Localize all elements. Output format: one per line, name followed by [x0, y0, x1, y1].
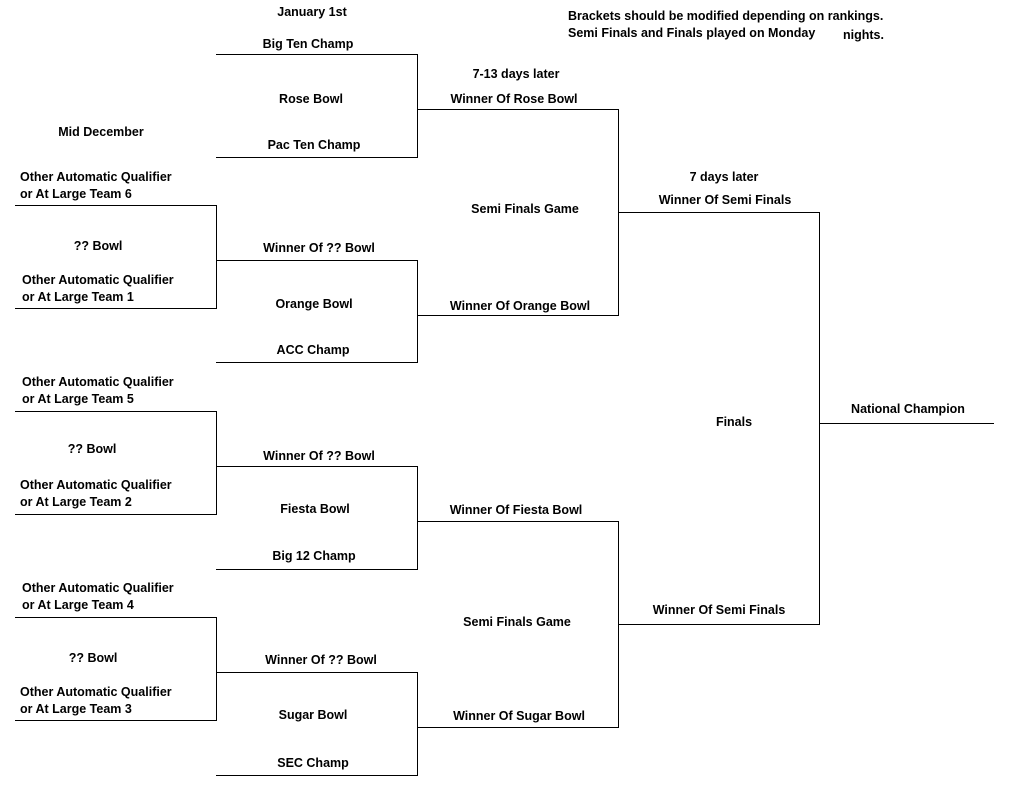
winner-qq-bowl-3: Winner Of ?? Bowl	[265, 653, 377, 667]
line-qualifier-6	[15, 205, 217, 206]
rose-bowl: Rose Bowl	[279, 92, 343, 106]
line-big-12	[216, 569, 418, 570]
sec-champ: SEC Champ	[277, 756, 349, 770]
connector-orange-bowl	[417, 260, 418, 363]
qualifier-2-line2: or At Large Team 2	[20, 495, 132, 509]
winner-rose-bowl: Winner Of Rose Bowl	[450, 92, 578, 106]
line-winner-fiesta	[417, 521, 619, 522]
line-qualifier-1	[15, 308, 217, 309]
qualifier-5-line1: Other Automatic Qualifier	[22, 375, 174, 389]
connector-rose-bowl	[417, 54, 418, 158]
qq-bowl-a: ?? Bowl	[73, 239, 123, 253]
connector-fiesta-bowl	[417, 466, 418, 570]
big-ten-champ: Big Ten Champ	[262, 37, 354, 51]
acc-champ: ACC Champ	[276, 343, 350, 357]
semi-finals-game-bottom: Semi Finals Game	[463, 615, 571, 629]
line-winner-sugar	[417, 727, 619, 728]
header-semis-timing: 7-13 days later	[472, 67, 560, 81]
qualifier-1-line2: or At Large Team 1	[22, 290, 134, 304]
note-schedule: Semi Finals and Finals played on Monday	[568, 26, 816, 40]
line-national-champion	[819, 423, 994, 424]
line-winner-semi-top	[618, 212, 820, 213]
header-mid-december: Mid December	[58, 125, 144, 139]
connector-sugar-bowl	[417, 672, 418, 776]
winner-fiesta-bowl: Winner Of Fiesta Bowl	[449, 503, 583, 517]
qq-bowl-b: ?? Bowl	[67, 442, 117, 456]
qq-bowl-c: ?? Bowl	[68, 651, 118, 665]
winner-qq-bowl-1: Winner Of ?? Bowl	[263, 241, 375, 255]
line-qualifier-2	[15, 514, 217, 515]
qualifier-6-line1: Other Automatic Qualifier	[20, 170, 172, 184]
semi-finals-game-top: Semi Finals Game	[471, 202, 579, 216]
sugar-bowl: Sugar Bowl	[278, 708, 348, 722]
line-winner-orange	[417, 315, 619, 316]
note-schedule-end: nights.	[843, 28, 884, 42]
qualifier-4-line1: Other Automatic Qualifier	[22, 581, 174, 595]
connector-qq-bowl-c	[216, 617, 217, 721]
line-big-ten	[216, 54, 418, 55]
qualifier-6-line2: or At Large Team 6	[20, 187, 132, 201]
line-winner-rose	[417, 109, 619, 110]
line-pac-ten	[216, 157, 418, 158]
finals-label: Finals	[715, 415, 753, 429]
qualifier-4-line2: or At Large Team 4	[22, 598, 134, 612]
qualifier-3-line1: Other Automatic Qualifier	[20, 685, 172, 699]
winner-sugar-bowl: Winner Of Sugar Bowl	[453, 709, 585, 723]
line-qualifier-3	[15, 720, 217, 721]
line-qualifier-5	[15, 411, 217, 412]
qualifier-1-line1: Other Automatic Qualifier	[22, 273, 174, 287]
note-rankings: Brackets should be modified depending on…	[568, 9, 884, 23]
qualifier-3-line2: or At Large Team 3	[20, 702, 132, 716]
qualifier-2-line1: Other Automatic Qualifier	[20, 478, 172, 492]
big-12-champ: Big 12 Champ	[272, 549, 356, 563]
header-january-1st: January 1st	[277, 5, 347, 19]
line-winner-qq-3	[216, 672, 418, 673]
national-champion: National Champion	[851, 402, 965, 416]
line-sec	[216, 775, 418, 776]
line-acc	[216, 362, 418, 363]
winner-semi-finals-bottom: Winner Of Semi Finals	[652, 603, 786, 617]
connector-qq-bowl-a	[216, 205, 217, 309]
line-winner-semi-bottom	[618, 624, 820, 625]
connector-finals	[819, 212, 820, 625]
winner-semi-finals-top: Winner Of Semi Finals	[658, 193, 792, 207]
line-winner-qq-2	[216, 466, 418, 467]
connector-qq-bowl-b	[216, 411, 217, 515]
orange-bowl: Orange Bowl	[275, 297, 353, 311]
line-qualifier-4	[15, 617, 217, 618]
header-finals-timing: 7 days later	[689, 170, 759, 184]
pac-ten-champ: Pac Ten Champ	[267, 138, 361, 152]
fiesta-bowl: Fiesta Bowl	[280, 502, 350, 516]
winner-orange-bowl: Winner Of Orange Bowl	[449, 299, 591, 313]
winner-qq-bowl-2: Winner Of ?? Bowl	[263, 449, 375, 463]
qualifier-5-line2: or At Large Team 5	[22, 392, 134, 406]
line-winner-qq-1	[216, 260, 418, 261]
